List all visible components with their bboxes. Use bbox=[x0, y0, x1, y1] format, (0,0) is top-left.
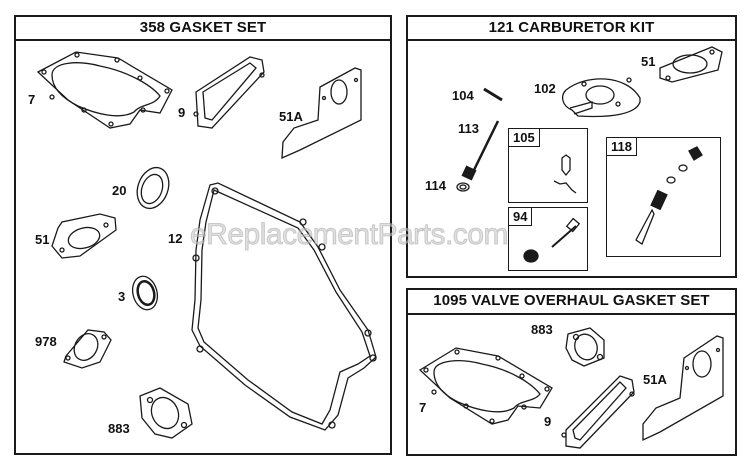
oil-seal-large-icon bbox=[136, 166, 170, 210]
label-3: 3 bbox=[118, 289, 126, 304]
head-gasket-vo-icon bbox=[418, 347, 553, 425]
label-51-carb: 51 bbox=[641, 54, 656, 69]
label-51a-vo: 51A bbox=[643, 372, 667, 387]
label-883-vo: 883 bbox=[531, 322, 553, 337]
muffler-gasket-icon bbox=[139, 387, 193, 439]
heat-shield-vo-icon bbox=[642, 335, 724, 442]
diaphragm-gasket-icon bbox=[561, 77, 641, 118]
rocker-gasket-vo-icon bbox=[561, 375, 635, 449]
oil-seal-small-icon bbox=[131, 275, 159, 311]
label-7: 7 bbox=[28, 92, 36, 107]
subkit-118-label: 118 bbox=[607, 138, 637, 156]
needle-valve-icon bbox=[461, 120, 500, 181]
exhaust-gasket-icon bbox=[63, 329, 112, 369]
label-104: 104 bbox=[452, 88, 474, 103]
valve-overhaul-title: 1095 VALVE OVERHAUL GASKET SET bbox=[408, 290, 735, 315]
main-jet-icon bbox=[635, 146, 703, 245]
label-7-vo: 7 bbox=[419, 400, 427, 415]
subkit-105-label: 105 bbox=[509, 129, 540, 147]
label-978: 978 bbox=[35, 334, 57, 349]
float-needle-icon bbox=[553, 154, 577, 194]
label-113: 113 bbox=[458, 121, 479, 136]
gasket-set-title: 358 GASKET SET bbox=[16, 17, 390, 41]
carburetor-kit-title: 121 CARBURETOR KIT bbox=[408, 17, 735, 41]
label-51: 51 bbox=[35, 232, 50, 247]
idle-screw-icon bbox=[523, 217, 581, 263]
intake-gasket-icon bbox=[51, 213, 117, 259]
gasket-set-panel: 358 GASKET SET bbox=[14, 15, 392, 455]
label-12: 12 bbox=[168, 231, 183, 246]
rocker-gasket-icon bbox=[193, 56, 265, 129]
label-114: 114 bbox=[425, 178, 446, 193]
subkit-94-box: 94 bbox=[508, 207, 588, 271]
label-20: 20 bbox=[112, 183, 127, 198]
label-883: 883 bbox=[108, 421, 130, 436]
label-51a: 51A bbox=[279, 109, 303, 124]
crankcase-gasket-icon bbox=[191, 182, 377, 431]
head-gasket-icon bbox=[36, 51, 173, 129]
heat-shield-icon bbox=[281, 67, 362, 160]
label-102: 102 bbox=[534, 81, 556, 96]
muffler-gasket-vo-icon bbox=[565, 327, 605, 367]
subkit-94-label: 94 bbox=[509, 208, 533, 226]
o-ring-icon bbox=[456, 182, 470, 192]
valve-overhaul-panel: 1095 VALVE OVERHAUL GASKET SET bbox=[406, 288, 737, 456]
pin-icon bbox=[483, 87, 503, 102]
intake-gasket-carb-icon bbox=[659, 46, 723, 83]
label-9: 9 bbox=[178, 105, 186, 120]
label-9-vo: 9 bbox=[544, 414, 552, 429]
subkit-105-box: 105 bbox=[508, 128, 588, 203]
